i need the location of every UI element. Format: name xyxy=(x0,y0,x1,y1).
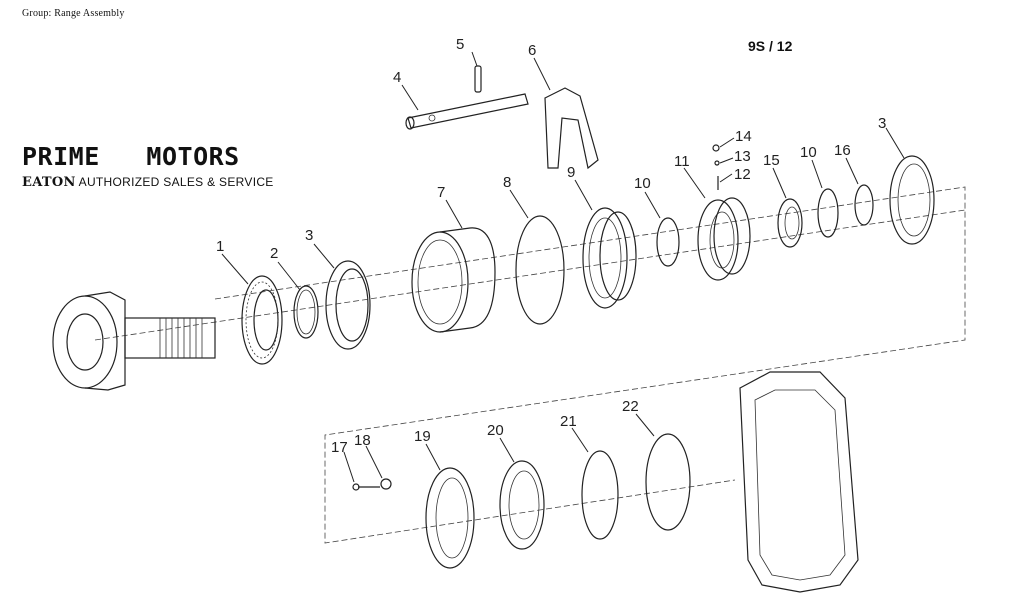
callout-22: 22 xyxy=(622,398,639,415)
brand-subtitle: EATON AUTHORIZED SALES & SERVICE xyxy=(22,175,274,190)
part-3-synchro-ring-left xyxy=(325,260,371,350)
callout-1: 1 xyxy=(216,238,224,255)
part-22-snap-ring xyxy=(645,433,691,531)
callout-3-right: 3 xyxy=(878,115,886,132)
part-14-ball xyxy=(712,144,720,152)
part-16-snap-ring xyxy=(854,184,874,226)
callout-8: 8 xyxy=(503,174,511,191)
callout-11: 11 xyxy=(674,153,690,170)
callout-16: 16 xyxy=(834,142,851,159)
callout-6: 6 xyxy=(528,42,536,59)
callout-10-a: 10 xyxy=(634,175,651,192)
callout-9: 9 xyxy=(567,164,575,181)
brand-sub-rest: AUTHORIZED SALES & SERVICE xyxy=(75,175,274,189)
part-17-bolt xyxy=(352,483,380,491)
callout-13: 13 xyxy=(734,148,751,165)
callout-numbers: 1 2 3 3 4 5 6 7 8 9 10 10 11 12 13 14 15… xyxy=(216,36,886,456)
part-5-roll-pin xyxy=(474,65,482,93)
group-label: Group: Range Assembly xyxy=(22,8,125,19)
callout-10-b: 10 xyxy=(800,144,817,161)
part-4-shift-rail xyxy=(405,93,529,130)
assembly-outline xyxy=(94,186,966,544)
range-housing xyxy=(739,371,859,593)
part-13-pin xyxy=(714,160,720,166)
brand-sub-eaton: EATON xyxy=(22,175,76,190)
part-11-synchronizer xyxy=(697,197,751,281)
part-18-washer xyxy=(380,478,392,490)
callout-18: 18 xyxy=(354,432,371,449)
callout-15: 15 xyxy=(763,152,780,169)
part-15-bearing-race xyxy=(777,198,803,248)
part-20-synchro-ring xyxy=(499,460,545,550)
output-shaft-flange xyxy=(52,291,216,391)
model-label: 9S / 12 xyxy=(748,38,793,54)
callout-17: 17 xyxy=(331,439,348,456)
callout-19: 19 xyxy=(414,428,431,445)
part-9-sliding-clutch xyxy=(582,207,637,309)
callout-14: 14 xyxy=(735,128,752,145)
callout-7: 7 xyxy=(437,184,445,201)
callout-20: 20 xyxy=(487,422,504,439)
part-3-synchro-ring-right xyxy=(889,155,935,245)
part-19-friction-disc xyxy=(425,467,475,569)
leader-lines xyxy=(221,51,905,483)
part-8-large-snap-ring xyxy=(515,215,565,325)
callout-4: 4 xyxy=(393,69,401,86)
brand-name: PRIME MOTORS xyxy=(22,142,240,171)
callout-3-left: 3 xyxy=(305,227,313,244)
part-10-snap-ring-a xyxy=(656,217,680,267)
callout-21: 21 xyxy=(560,413,577,430)
callout-5: 5 xyxy=(456,36,464,53)
part-10-snap-ring-b xyxy=(817,188,839,238)
part-21-snap-ring xyxy=(581,450,619,540)
part-2-snap-ring xyxy=(293,285,319,339)
callout-2: 2 xyxy=(270,245,278,262)
part-1-friction-ring xyxy=(241,275,283,365)
part-7-range-drum xyxy=(411,227,496,333)
part-6-shift-fork xyxy=(544,87,599,170)
callout-12: 12 xyxy=(734,166,751,183)
